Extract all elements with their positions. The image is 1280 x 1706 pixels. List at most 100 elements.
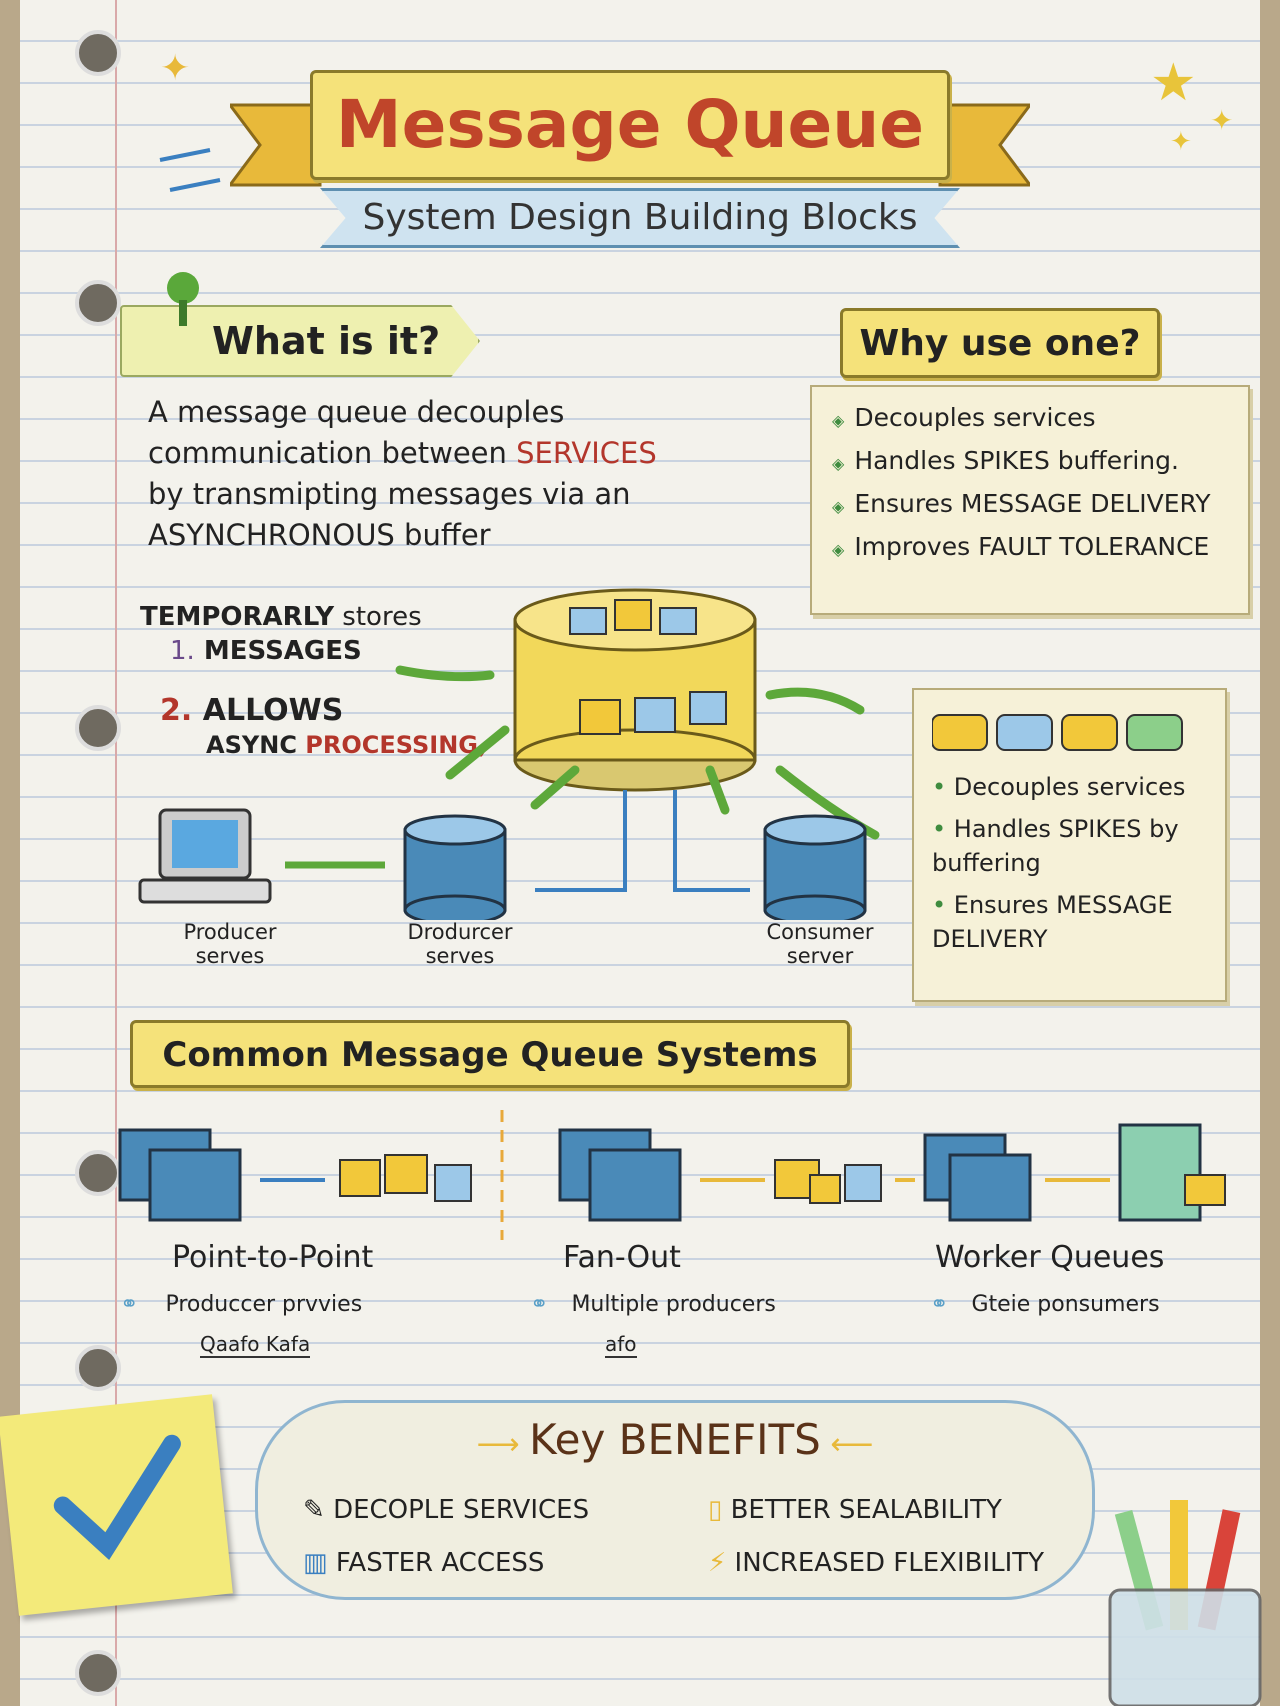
pencil-cup-icon <box>1108 1500 1262 1706</box>
subtitle: System Design Building Blocks <box>320 188 960 248</box>
desc-text: buffer <box>394 518 491 552</box>
sticky-note <box>0 1394 233 1616</box>
svg-text:✦: ✦ <box>160 48 190 89</box>
side-item-text: Decouples services <box>953 773 1186 801</box>
desc-line: communication between SERVICES <box>148 433 657 474</box>
database-icon <box>588 1148 682 1222</box>
system-desc-text: Gteie ponsumers <box>971 1292 1160 1317</box>
binder-hole <box>75 705 121 751</box>
benefit-text: FASTER ACCESS <box>335 1548 545 1578</box>
benefit-text: DECOPLE SERVICES <box>333 1495 590 1525</box>
pencil-icon: ✎ <box>303 1495 334 1525</box>
services-highlight: SERVICES <box>516 436 657 470</box>
system-desc-text: Multiple producers <box>571 1292 776 1317</box>
why-item: ◈Improves FAULT TOLERANCE <box>832 532 1228 561</box>
benefit-item: ⚡ INCREASED FLEXIBILITY <box>708 1548 1044 1578</box>
systems-heading: Common Message Queue Systems <box>130 1020 850 1088</box>
envelope-icons <box>339 1154 1226 1206</box>
desc-text: communication between <box>148 436 517 470</box>
features-list: TEMPORARLY stores 1. MESSAGES 2. ALLOWS … <box>140 600 487 762</box>
why-item-text: Decouples services <box>854 403 1096 432</box>
side-item: • Handles SPIKES by buffering <box>932 812 1207 880</box>
benefit-item: ▥ FASTER ACCESS <box>303 1548 544 1578</box>
sparkle-doodles-icon: ✦ ★ ✦ ✦ <box>159 48 1233 192</box>
feature-number: 2. <box>160 693 193 728</box>
label-line: serves <box>195 944 265 968</box>
system-desc: ⚭ Gteie ponsumers <box>930 1292 1160 1317</box>
systems-illustrations <box>118 1110 1226 1240</box>
producer-database-icon <box>403 814 507 920</box>
system-desc: ⚭ Produccer prvvies <box>120 1292 362 1317</box>
benefits-heading: ⟶ Key BENEFITS ⟵ <box>258 1415 1092 1464</box>
desc-line: ASYNCHRONOUS buffer <box>148 515 657 556</box>
scale-icon: ▯ <box>708 1495 731 1525</box>
svg-text:✦: ✦ <box>1210 104 1233 137</box>
system-type-name: Point-to-Point <box>172 1240 374 1275</box>
label-line: Drodurcer <box>407 920 513 944</box>
binder-hole <box>75 30 121 76</box>
why-use-one-list: ◈Decouples services ◈Handles SPIKES buff… <box>810 385 1250 615</box>
why-item: ◈Decouples services <box>832 403 1228 432</box>
binder-hole <box>75 280 121 326</box>
side-list: • Decouples services • Handles SPIKES by… <box>932 770 1207 956</box>
feature-text: ASYNC <box>206 731 306 759</box>
feature-item: 2. ALLOWS <box>140 694 487 728</box>
feature-item: 1. MESSAGES <box>140 634 487 668</box>
database-icon <box>148 1148 242 1222</box>
why-item-text: Ensures MESSAGE DELIVERY <box>854 489 1211 518</box>
what-is-it-tag: What is it? <box>120 305 480 377</box>
database-icon <box>948 1153 1032 1222</box>
feature-text: MESSAGES <box>203 636 362 666</box>
desc-line: by transmipting messages via an <box>148 477 631 511</box>
why-item: ◈Handles SPIKES buffering. <box>832 446 1228 475</box>
side-summary-box: • Decouples services • Handles SPIKES by… <box>912 688 1227 1002</box>
bullet-icon: ◈ <box>832 497 845 516</box>
benefit-text: INCREASED FLEXIBILITY <box>734 1548 1045 1578</box>
bullet-icon: ◈ <box>832 454 845 473</box>
binder-hole <box>75 1345 121 1391</box>
what-is-it-description: A message queue decouples communication … <box>148 392 657 556</box>
bar-chart-icon: ▥ <box>303 1548 336 1578</box>
system-desc: ⚭ Multiple producers <box>530 1292 776 1317</box>
benefits-cloud: ⟶ Key BENEFITS ⟵ ✎ DECOPLE SERVICES ▯ BE… <box>255 1400 1095 1600</box>
svg-text:★: ★ <box>1150 53 1197 113</box>
link-icon: ⚭ <box>930 1292 956 1317</box>
svg-text:✦: ✦ <box>1170 127 1192 157</box>
feature-text: TEMPORARLY <box>140 602 335 632</box>
benefit-text: BETTER SEALABILITY <box>730 1495 1002 1525</box>
feature-text: PROCESSING, <box>305 731 488 759</box>
bullet-icon: • <box>932 773 954 801</box>
ribbon-ends-icon <box>230 103 1030 187</box>
feature-number: 1. <box>170 636 195 666</box>
arrow-icon: ⟵ <box>820 1427 874 1462</box>
link-icon: ⚭ <box>120 1292 146 1317</box>
feature-intro: TEMPORARLY stores <box>140 600 487 634</box>
link-icon: ⚭ <box>530 1292 556 1317</box>
label-line: serves <box>425 944 495 968</box>
connector-lines-icon <box>535 790 750 892</box>
margin-line <box>115 0 117 1706</box>
why-use-one-heading: Why use one? <box>840 308 1160 378</box>
what-is-it-heading: What is it? <box>212 319 441 363</box>
desc-line: A message queue decouples <box>148 395 565 429</box>
pushpin-icon <box>167 272 199 326</box>
benefit-item: ✎ DECOPLE SERVICES <box>303 1495 589 1525</box>
side-item-text: Ensures MESSAGE DELIVERY <box>932 891 1173 953</box>
lightning-icon: ⚡ <box>708 1548 735 1578</box>
benefit-item: ▯ BETTER SEALABILITY <box>708 1495 1002 1525</box>
bullet-icon: • <box>932 815 954 843</box>
async-highlight: ASYNCHRONOUS <box>148 518 395 552</box>
queue-blocks-icon <box>931 714 1183 751</box>
feature-text: ALLOWS <box>202 693 344 728</box>
queue-diagram <box>138 588 880 920</box>
why-item-text: Improves FAULT TOLERANCE <box>854 532 1210 561</box>
why-item: ◈ Ensures MESSAGE DELIVERY <box>832 489 1228 518</box>
benefits-heading-text: Key BENEFITS <box>529 1415 821 1464</box>
consumer-database-icon <box>763 814 867 920</box>
side-item: • Ensures MESSAGE DELIVERY <box>932 888 1207 956</box>
feature-text: stores <box>334 602 422 632</box>
system-type-name: Worker Queues <box>935 1240 1165 1275</box>
checkmark-icon <box>53 1434 181 1560</box>
